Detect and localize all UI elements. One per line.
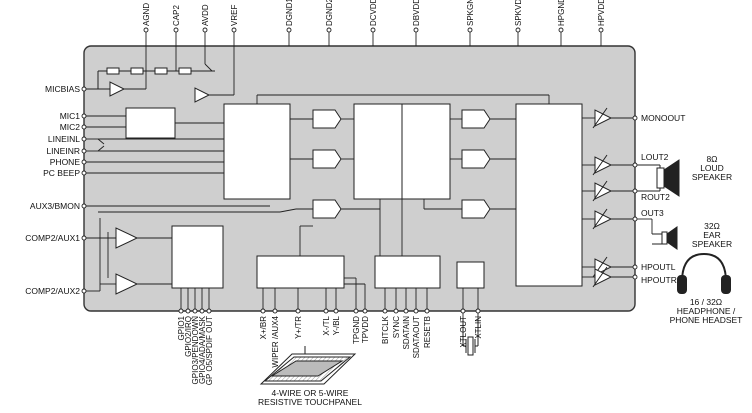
ac97-interface-block — [374, 255, 441, 289]
bottom-pin-label-4: GP O5/SPDIF OUT — [205, 316, 214, 385]
pin-monoout: MONOOUT — [641, 113, 685, 123]
top-pin-label-dbvdd: DBVDD — [412, 0, 421, 26]
wiring — [84, 30, 660, 318]
pga-right — [312, 149, 342, 169]
bottom-pin-label-6: WIPER /AUX4 — [271, 315, 280, 367]
pin-phone: PHONE — [50, 157, 81, 167]
bottom-pin-label-5: X+/BR — [259, 316, 268, 340]
top-pin-label-dgnd1: DGND1 — [285, 0, 294, 26]
top-pin-label-dgnd2: DGND2 — [325, 0, 334, 26]
bottom-pin-label-17: XTLOUT — [459, 316, 468, 348]
pin-lout2: LOUT2 — [641, 152, 669, 162]
ear-speaker-line1: EAR — [703, 230, 720, 240]
pin-mic2: MIC2 — [60, 122, 81, 132]
mux-switches — [97, 138, 105, 152]
resistor-ladder — [97, 67, 215, 89]
pin-hpoutl: HPOUTL — [641, 262, 676, 272]
bottom-pin-label-2: GPIO3/PENDOWN — [191, 316, 200, 385]
pin-comp2-aux2: COMP2/AUX2 — [25, 286, 80, 296]
pin-mic1: MIC1 — [60, 111, 81, 121]
top-pin-label-avdd: AVDD — [201, 4, 210, 26]
bottom-pin-label-9: Y-/BL — [332, 315, 341, 335]
loud-speaker-ohm: 8Ω — [706, 154, 717, 164]
bottom-pin-label-18: XTLIN — [474, 316, 483, 339]
dac-block — [401, 103, 451, 200]
vol-dac-right — [461, 149, 491, 169]
top-pin-label-cap2: CAP2 — [172, 5, 181, 26]
ear-speaker-icon — [652, 226, 678, 250]
pin-hpoutr: HPOUTR — [641, 275, 677, 285]
pin-rout2: ROUT2 — [641, 192, 670, 202]
bottom-pin-label-0: GPIO1 — [177, 315, 186, 340]
headphone-line2: PHONE HEADSET — [670, 315, 743, 325]
top-pin-label-hpgnd: HPGND — [557, 0, 566, 26]
ear-speaker-line2: SPEAKER — [692, 239, 732, 249]
top-pin-label-agnd: AGND — [142, 3, 151, 26]
pin-pcbeep: PC BEEP — [43, 168, 80, 178]
pin-circles — [81, 27, 638, 314]
input-mux-block — [223, 103, 291, 200]
touchpanel-caption-line1: 4-WIRE OR 5-WIRE — [272, 388, 349, 398]
pin-out3: OUT3 — [641, 208, 664, 218]
pin-aux3-bmon: AUX3/BMON — [30, 201, 80, 211]
headphone-line1: HEADPHONE / — [677, 306, 736, 316]
bottom-pin-label-8: X-/TL — [322, 315, 331, 335]
pga-left — [312, 109, 342, 129]
pin-lineinl: LINEINL — [48, 134, 80, 144]
bottom-pin-label-14: SDATAIN — [402, 316, 411, 350]
bottom-pin-label-15: SDATAOUT — [412, 316, 421, 358]
bottom-pin-label-7: Y+/TR — [294, 316, 303, 339]
top-pin-labels: AGND CAP2 AVDD VREF DGND1 DGND2 DCVDD DBVDD SPKG… — [142, 0, 606, 26]
loud-speaker-line1: LOUD — [700, 163, 724, 173]
bottom-pin-label-13: SYNC — [392, 316, 401, 338]
vol-aux — [461, 199, 491, 219]
output-mixer-block — [515, 103, 583, 287]
top-pin-label-spkgnd: SPKGND — [466, 0, 475, 26]
ear-speaker-ohm: 32Ω — [704, 221, 720, 231]
vol-dac-left — [461, 109, 491, 129]
top-pin-label-dcvdd: DCVDD — [369, 0, 378, 26]
headphone-icon — [677, 252, 731, 294]
loud-speaker-line2: SPEAKER — [692, 172, 732, 182]
crystal-icon — [462, 318, 479, 356]
touchpanel-icon — [259, 346, 357, 385]
bottom-pin-label-1: GPIO2/IRQ — [184, 316, 193, 357]
bottom-pin-label-11: TPVDD — [361, 316, 370, 343]
bottom-pin-label-16: RESETB — [423, 316, 432, 348]
adc-block — [353, 103, 403, 200]
touchpanel-block — [256, 255, 345, 289]
mic-preamp-block — [125, 107, 176, 139]
headphone-ohm: 16 / 32Ω — [690, 297, 722, 307]
bottom-pin-label-12: BITCLK — [381, 315, 390, 344]
top-pin-label-hpvdd: HPVDD — [597, 0, 606, 26]
oscillator-block — [456, 261, 485, 289]
vref-buffer — [194, 87, 211, 103]
loud-speaker-icon — [656, 159, 680, 197]
pin-lineinr: LINEINR — [46, 146, 80, 156]
bottom-pin-label-3: GPIO4/ADA/MASK — [198, 315, 207, 384]
bottom-pin-labels: GPIO1GPIO2/IRQGPIO3/PENDOWNGPIO4/ADA/MAS… — [177, 315, 483, 385]
touchpanel-caption-line2: RESISTIVE TOUCHPANEL — [258, 397, 362, 407]
pin-micbias: MICBIAS — [45, 84, 80, 94]
pga-aux — [312, 199, 342, 219]
gpio-block — [171, 225, 224, 289]
bottom-pin-label-10: TPGND — [352, 316, 361, 344]
top-pin-label-vref: VREF — [230, 5, 239, 26]
top-pin-label-spkvdd: SPKVDD — [514, 0, 523, 26]
pin-comp2-aux1: COMP2/AUX1 — [25, 233, 80, 243]
